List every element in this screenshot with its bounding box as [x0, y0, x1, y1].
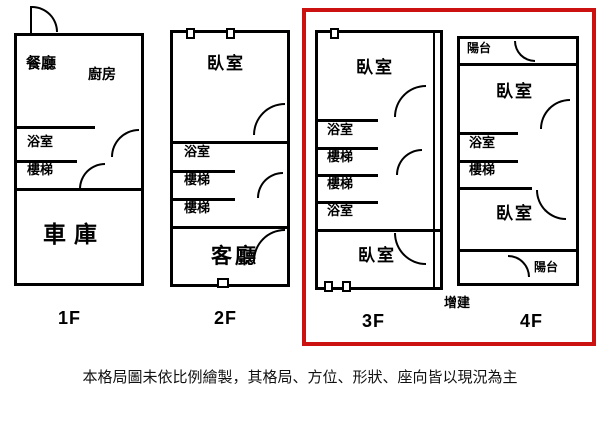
- floor-label-3f: 3F: [362, 311, 386, 331]
- room-label-balcony-top: 陽台: [467, 41, 492, 55]
- disclaimer-text: 本格局圖未依比例繪製，其格局、方位、形狀、座向皆以現況為主: [82, 369, 518, 386]
- wall: [173, 170, 235, 173]
- window-mark: [330, 28, 339, 39]
- floor-plan-2f: 臥室 浴室 樓梯 樓梯 客廳: [170, 28, 290, 288]
- window-mark: [226, 28, 235, 39]
- wall: [460, 132, 518, 135]
- floor-plan-1f: 餐廳 廚房 浴室 樓梯 車庫: [14, 33, 144, 286]
- room-label-stairs-3f-a: 樓梯: [327, 149, 354, 164]
- floor-plan-3f: 臥室 浴室 樓梯 樓梯 浴室 臥室: [315, 28, 443, 292]
- floor-label-2f: 2F: [214, 308, 238, 328]
- room-label-bedroom-4f-top: 臥室: [496, 82, 534, 101]
- window-mark: [186, 28, 195, 39]
- wall: [173, 198, 235, 201]
- annotation-addition: 增建: [444, 295, 471, 310]
- extension-double-wall: [433, 33, 435, 287]
- wall: [17, 126, 95, 129]
- room-label-balcony-bottom: 陽台: [534, 260, 559, 274]
- wall: [460, 160, 518, 163]
- wall: [460, 187, 532, 190]
- wall: [460, 249, 576, 252]
- door-swing-arc: [257, 172, 283, 198]
- wall: [17, 160, 77, 163]
- door-swing-arc: [111, 129, 139, 157]
- door-swing-arc: [32, 6, 58, 32]
- floor-plan-4f: 陽台 臥室 浴室 樓梯 臥室 陽台: [457, 36, 579, 286]
- room-label-bedroom-4f-bottom: 臥室: [496, 204, 534, 223]
- room-label-stairs-3f-b: 樓梯: [327, 176, 354, 191]
- wall: [173, 141, 287, 144]
- room-label-living-room: 客廳: [211, 245, 259, 268]
- room-label-garage: 車庫: [43, 221, 105, 247]
- window-mark: [324, 281, 333, 292]
- room-label-kitchen: 廚房: [88, 66, 116, 82]
- floor-label-4f: 4F: [520, 311, 544, 331]
- window-mark: [217, 278, 229, 288]
- room-label-bathroom-4f: 浴室: [469, 135, 496, 150]
- room-label-stairs-4f: 樓梯: [469, 162, 496, 177]
- room-label-stairs-2f-a: 樓梯: [184, 172, 211, 187]
- floor-label-1f: 1F: [58, 308, 82, 328]
- door-swing-arc: [253, 103, 285, 135]
- wall: [318, 229, 440, 232]
- room-label-bedroom-3f-bottom: 臥室: [358, 246, 396, 265]
- window-mark: [342, 281, 351, 292]
- wall: [318, 174, 378, 177]
- room-label-bedroom-2f: 臥室: [207, 54, 245, 73]
- wall: [318, 119, 378, 122]
- door-swing-arc: [79, 163, 105, 189]
- door-leaf: [30, 6, 32, 33]
- highlight-box-3f-4f: [302, 8, 596, 346]
- room-label-bathroom-3f-b: 浴室: [327, 203, 354, 218]
- room-label-bathroom-2f: 浴室: [184, 144, 211, 159]
- wall: [460, 63, 576, 66]
- wall: [173, 226, 287, 229]
- room-label-stairs-1f: 樓梯: [27, 162, 54, 177]
- room-label-bedroom-3f-top: 臥室: [356, 58, 394, 77]
- room-label-bathroom-3f-a: 浴室: [327, 122, 354, 137]
- wall: [318, 201, 378, 204]
- room-label-bathroom-1f: 浴室: [27, 134, 54, 149]
- room-label-stairs-2f-b: 樓梯: [184, 200, 211, 215]
- wall: [17, 188, 141, 191]
- wall: [318, 147, 378, 150]
- room-label-dining: 餐廳: [26, 55, 57, 72]
